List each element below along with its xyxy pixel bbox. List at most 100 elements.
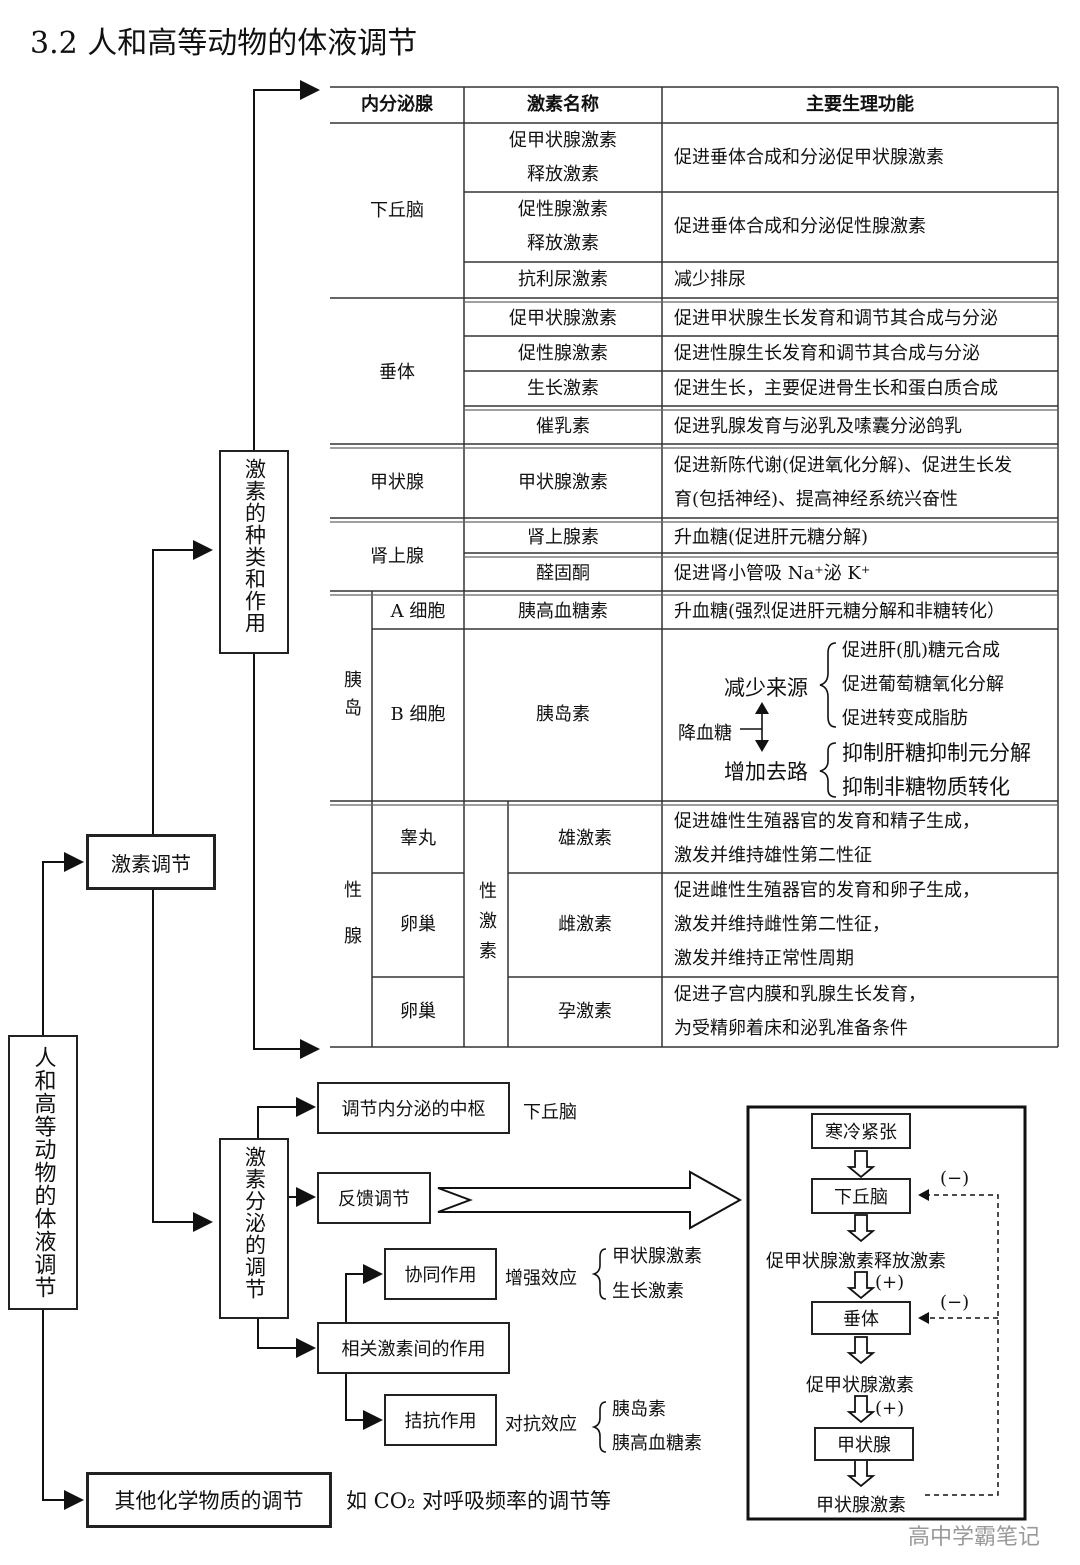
func-epinephrine: 升血糖(促进肝元糖分解)	[674, 526, 869, 548]
hormone-gh: 生长激素	[527, 377, 599, 399]
func-tsh: 促进甲状腺生长发育和调节其合成与分泌	[674, 308, 998, 329]
hormone-secretion-label: 激素分泌的调节	[242, 1146, 267, 1300]
func-gth: 促进性腺生长发育和调节其合成与分泌	[674, 342, 980, 364]
insulin-reduce-item: 促进葡萄糖氧化分解	[842, 674, 1004, 695]
hormone-secretion-node: 激素分泌的调节	[219, 1138, 289, 1319]
func-progesterone-line2: 为受精卵着床和泌乳准备条件	[674, 1018, 908, 1039]
insulin-reduce-source: 减少来源	[724, 676, 808, 700]
antagonism-effect: 对抗效应	[505, 1414, 577, 1435]
other-chemicals-node: 其他化学物质的调节	[86, 1472, 332, 1528]
flow-plus-1: (+)	[875, 1272, 905, 1293]
hormone-trh: 促甲状腺激素 释放激素	[464, 123, 662, 192]
func-estrogen: 促进雌性生殖器官的发育和卵子生成， 激发并维持雌性第二性征， 激发并维持正常性周…	[662, 873, 1058, 977]
flow-pituitary: 垂体	[811, 1301, 911, 1335]
func-gh: 促进生长，主要促进骨生长和蛋白质合成	[674, 377, 998, 399]
root-label: 人和高等动物的体液调节	[30, 1046, 56, 1299]
header-hormone: 激素名称	[527, 94, 599, 115]
synergy-item: 甲状腺激素	[612, 1246, 702, 1267]
organ-ovary: 卵巢	[400, 914, 436, 935]
flow-th: 甲状腺激素	[816, 1495, 906, 1516]
flow-minus-2: (−)	[940, 1292, 970, 1313]
func-trh: 促进垂体合成和分泌促甲状腺激素	[674, 146, 944, 168]
hormone-androgen: 雄激素	[558, 828, 612, 849]
organ-ovary-2: 卵巢	[400, 1001, 436, 1022]
other-chemicals-example: 如 CO₂ 对呼吸频率的调节等	[346, 1489, 612, 1513]
func-estrogen-line2: 激发并维持雌性第二性征，	[674, 914, 890, 935]
gland-thyroid: 甲状腺	[370, 472, 424, 493]
hormone-insulin: 胰岛素	[536, 704, 590, 725]
hormone-gth: 促性腺激素	[518, 342, 608, 364]
flow-plus-2: (+)	[875, 1398, 905, 1419]
insulin-increase-item: 抑制肝糖抑制元分解	[842, 741, 1031, 765]
insulin-reduce-item: 促进肝(肌)糖元合成	[842, 640, 1001, 661]
hormone-gnrh: 促性腺激素 释放激素	[464, 192, 662, 262]
gland-islet-label: 胰岛	[341, 670, 362, 726]
func-androgen-line1: 促进雄性生殖器官的发育和精子生成，	[674, 811, 980, 832]
func-progesterone-line1: 促进子宫内膜和乳腺生长发育，	[674, 984, 926, 1005]
relations-box: 相关激素间的作用	[317, 1322, 510, 1374]
hormone-aldosterone: 醛固酮	[536, 563, 590, 584]
hormone-types-node: 激素的种类和作用	[219, 450, 289, 654]
func-adh: 减少排尿	[674, 269, 746, 290]
func-prl: 促进乳腺发育与泌乳及嗉囊分泌鸽乳	[674, 416, 962, 437]
center-value: 下丘脑	[523, 1102, 577, 1123]
func-gnrh: 促进垂体合成和分泌促性腺激素	[674, 216, 926, 237]
hormone-regulation-node: 激素调节	[86, 834, 216, 890]
antagonism-box: 拮抗作用	[384, 1394, 497, 1446]
hormone-epinephrine: 肾上腺素	[527, 526, 599, 548]
synergy-box: 协同作用	[384, 1248, 497, 1300]
hormone-progesterone: 孕激素	[558, 1001, 612, 1022]
flow-tsh: 促甲状腺激素	[806, 1375, 914, 1396]
gland-adrenal: 肾上腺	[370, 545, 424, 567]
gland-islet: 胰岛	[330, 595, 372, 801]
func-androgen: 促进雄性生殖器官的发育和精子生成， 激发并维持雄性第二性征	[662, 805, 1058, 873]
center-box: 调节内分泌的中枢	[317, 1082, 510, 1134]
insulin-reduce-item: 促进转变成脂肪	[842, 708, 968, 729]
func-aldosterone: 促进肾小管吸 Na⁺泌 K⁺	[674, 563, 871, 584]
gland-hypothalamus: 下丘脑	[370, 199, 424, 221]
sex-hormone-group: 性激素	[464, 805, 508, 1047]
func-progesterone: 促进子宫内膜和乳腺生长发育， 为受精卵着床和泌乳准备条件	[662, 977, 1058, 1047]
gland-pituitary: 垂体	[379, 362, 415, 383]
synergy-effect: 增强效应	[505, 1268, 577, 1289]
hormone-types-label: 激素的种类和作用	[242, 458, 267, 634]
func-glucagon: 升血糖(强烈促进肝元糖分解和非糖转化）	[674, 601, 1006, 622]
func-th: 促进新陈代谢(促进氧化分解)、促进生长发 育(包括神经)、提高神经系统兴奋性	[662, 448, 1058, 518]
sex-hormone-label: 性激素	[476, 881, 497, 971]
cell-a: A 细胞	[390, 601, 446, 622]
flow-minus-1: (−)	[940, 1168, 970, 1189]
hormone-gnrh-line2: 释放激素	[527, 233, 599, 254]
hormone-gnrh-line1: 促性腺激素	[518, 199, 608, 220]
flow-trh: 促甲状腺激素释放激素	[766, 1251, 946, 1272]
hormone-tsh: 促甲状腺激素	[509, 308, 617, 329]
hormone-prl: 催乳素	[536, 416, 590, 437]
hormone-trh-line2: 释放激素	[527, 163, 599, 185]
cell-b: B 细胞	[390, 704, 446, 725]
page-title: 3.2 人和高等动物的体液调节	[30, 26, 418, 61]
feedback-box: 反馈调节	[317, 1172, 431, 1224]
hormone-adh: 抗利尿激素	[518, 269, 608, 290]
gland-gonad-label: 性腺	[341, 880, 362, 972]
antagonism-item: 胰岛素	[612, 1399, 666, 1420]
header-gland: 内分泌腺	[361, 94, 433, 115]
hormone-glucagon: 胰高血糖素	[518, 601, 608, 622]
hormone-th: 甲状腺激素	[518, 472, 608, 493]
gland-gonad: 性腺	[330, 805, 372, 1047]
func-androgen-line2: 激发并维持雄性第二性征	[674, 845, 872, 866]
func-th-line2: 育(包括神经)、提高神经系统兴奋性	[674, 489, 959, 510]
insulin-increase-item: 抑制非糖物质转化	[842, 775, 1010, 799]
antagonism-item: 胰高血糖素	[612, 1433, 702, 1454]
organ-testis: 睾丸	[400, 828, 436, 849]
func-th-line1: 促进新陈代谢(促进氧化分解)、促进生长发	[674, 455, 1013, 476]
synergy-item: 生长激素	[612, 1281, 684, 1302]
flow-thyroid: 甲状腺	[814, 1427, 914, 1461]
header-function: 主要生理功能	[806, 94, 914, 115]
flow-stimulus: 寒冷紧张	[811, 1113, 911, 1149]
root-node: 人和高等动物的体液调节	[8, 1035, 78, 1310]
insulin-lower: 降血糖	[678, 723, 732, 744]
func-estrogen-line3: 激发并维持正常性周期	[674, 948, 854, 969]
watermark: 高中学霸笔记	[907, 1525, 1040, 1550]
insulin-increase-sink: 增加去路	[724, 760, 808, 784]
hormone-trh-line1: 促甲状腺激素	[509, 129, 617, 151]
